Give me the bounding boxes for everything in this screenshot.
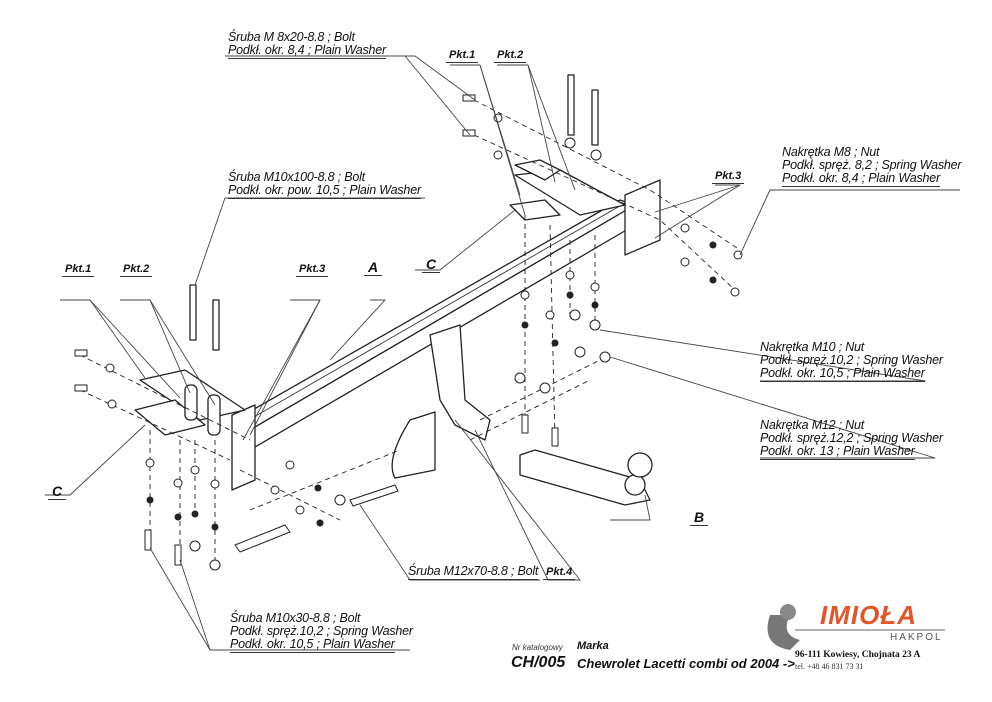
point-label-pkt3-right: Pkt.3: [712, 170, 745, 184]
callout-line: Śruba M10x30-8.8 ; Bolt: [230, 611, 361, 625]
callout-bolt-m12x70: Śruba M12x70-8.8 ; Bolt: [408, 565, 538, 580]
callout-line: Podkł. spręż.10,2 ; Spring Washer: [230, 624, 413, 638]
catalog-number: CH/005: [511, 654, 566, 671]
company-address: 96-111 Kowiesy, Chojnata 23 A: [795, 650, 921, 660]
callout-nut-m10: Nakrętka M10 ; Nut Podkł. spręż.10,2 ; S…: [760, 341, 943, 382]
callout-nut-m8: Nakrętka M8 ; Nut Podkł. spręż. 8,2 ; Sp…: [782, 145, 962, 187]
part-label-b: B: [690, 509, 709, 526]
company-phone: tel. +48 46 831 73 31: [795, 662, 864, 671]
callout-line: Nakrętka M10 ; Nut: [760, 340, 865, 354]
drop-arm: [429, 324, 491, 441]
callout-line: Śruba M10x100-8.8 ; Bolt: [228, 170, 365, 184]
vertical-bolts: [189, 74, 599, 351]
point-label-pkt3-left: Pkt.3: [296, 263, 329, 277]
right-end-plate: [624, 179, 661, 256]
callout-bolt-m10x30: Śruba M10x30-8.8 ; Bolt Podkł. spręż.10,…: [230, 612, 413, 653]
electrical-socket-plate: [391, 411, 436, 479]
company-logo-subtext: HAKPOL: [890, 632, 943, 643]
left-bracket: [134, 369, 246, 436]
callout-line: Podkł. okr. 10,5 ; Plain Washer: [230, 637, 395, 653]
catalog-number-label: Nr katalogowy: [512, 643, 563, 652]
callout-line: Podkł. okr. 8,4 ; Plain Washer: [228, 43, 386, 59]
callout-line: Nakrętka M8 ; Nut: [782, 145, 880, 159]
point-label-pkt1-left: Pkt.1: [62, 263, 95, 277]
callout-bolt-m10x100: Śruba M10x100-8.8 ; Bolt Podkł. okr. pow…: [228, 171, 421, 199]
callout-line: Podkł. spręż. 8,2 ; Spring Washer: [782, 158, 962, 172]
ball-mount-b: [519, 449, 653, 506]
part-label-a: A: [364, 259, 383, 276]
small-bolts: [74, 94, 559, 566]
point-label-pkt2-left: Pkt.2: [120, 263, 153, 277]
part-label-c-top: C: [422, 256, 441, 273]
crossbar-a: [234, 199, 636, 451]
company-logo-text: IMIOŁA: [820, 600, 917, 630]
callout-line: Podkł. spręż.12,2 ; Spring Washer: [760, 431, 943, 445]
brand-label: Marka: [577, 640, 609, 652]
callout-line: Podkł. okr. 8,4 ; Plain Washer: [782, 171, 940, 187]
callout-line: Podkł. okr. pow. 10,5 ; Plain Washer: [228, 183, 421, 199]
part-label-c-left: C: [48, 483, 67, 500]
callout-line: Podkł. okr. 10,5 ; Plain Washer: [760, 366, 925, 382]
callout-nut-m12: Nakrętka M12 ; Nut Podkł. spręż.12,2 ; S…: [760, 419, 943, 460]
point-label-pkt1-top: Pkt.1: [446, 49, 479, 63]
imiola-logo-mark: [767, 604, 945, 650]
point-label-pkt2-top: Pkt.2: [494, 49, 527, 63]
left-end-plate: [231, 404, 256, 491]
callout-line: Śruba M 8x20-8.8 ; Bolt: [228, 30, 355, 44]
callout-line: Śruba M12x70-8.8 ; Bolt: [408, 564, 539, 580]
callout-bolt-m8: Śruba M 8x20-8.8 ; Bolt Podkł. okr. 8,4 …: [228, 31, 386, 59]
callout-line: Nakrętka M12 ; Nut: [760, 418, 865, 432]
callout-line: Podkł. okr. 13 ; Plain Washer: [760, 444, 915, 460]
callout-line: Podkł. spręż.10,2 ; Spring Washer: [760, 353, 943, 367]
washers: [105, 113, 743, 571]
point-label-pkt4: Pkt.4: [543, 566, 576, 580]
vehicle-model: Chewrolet Lacetti combi od 2004 ->: [577, 656, 795, 671]
